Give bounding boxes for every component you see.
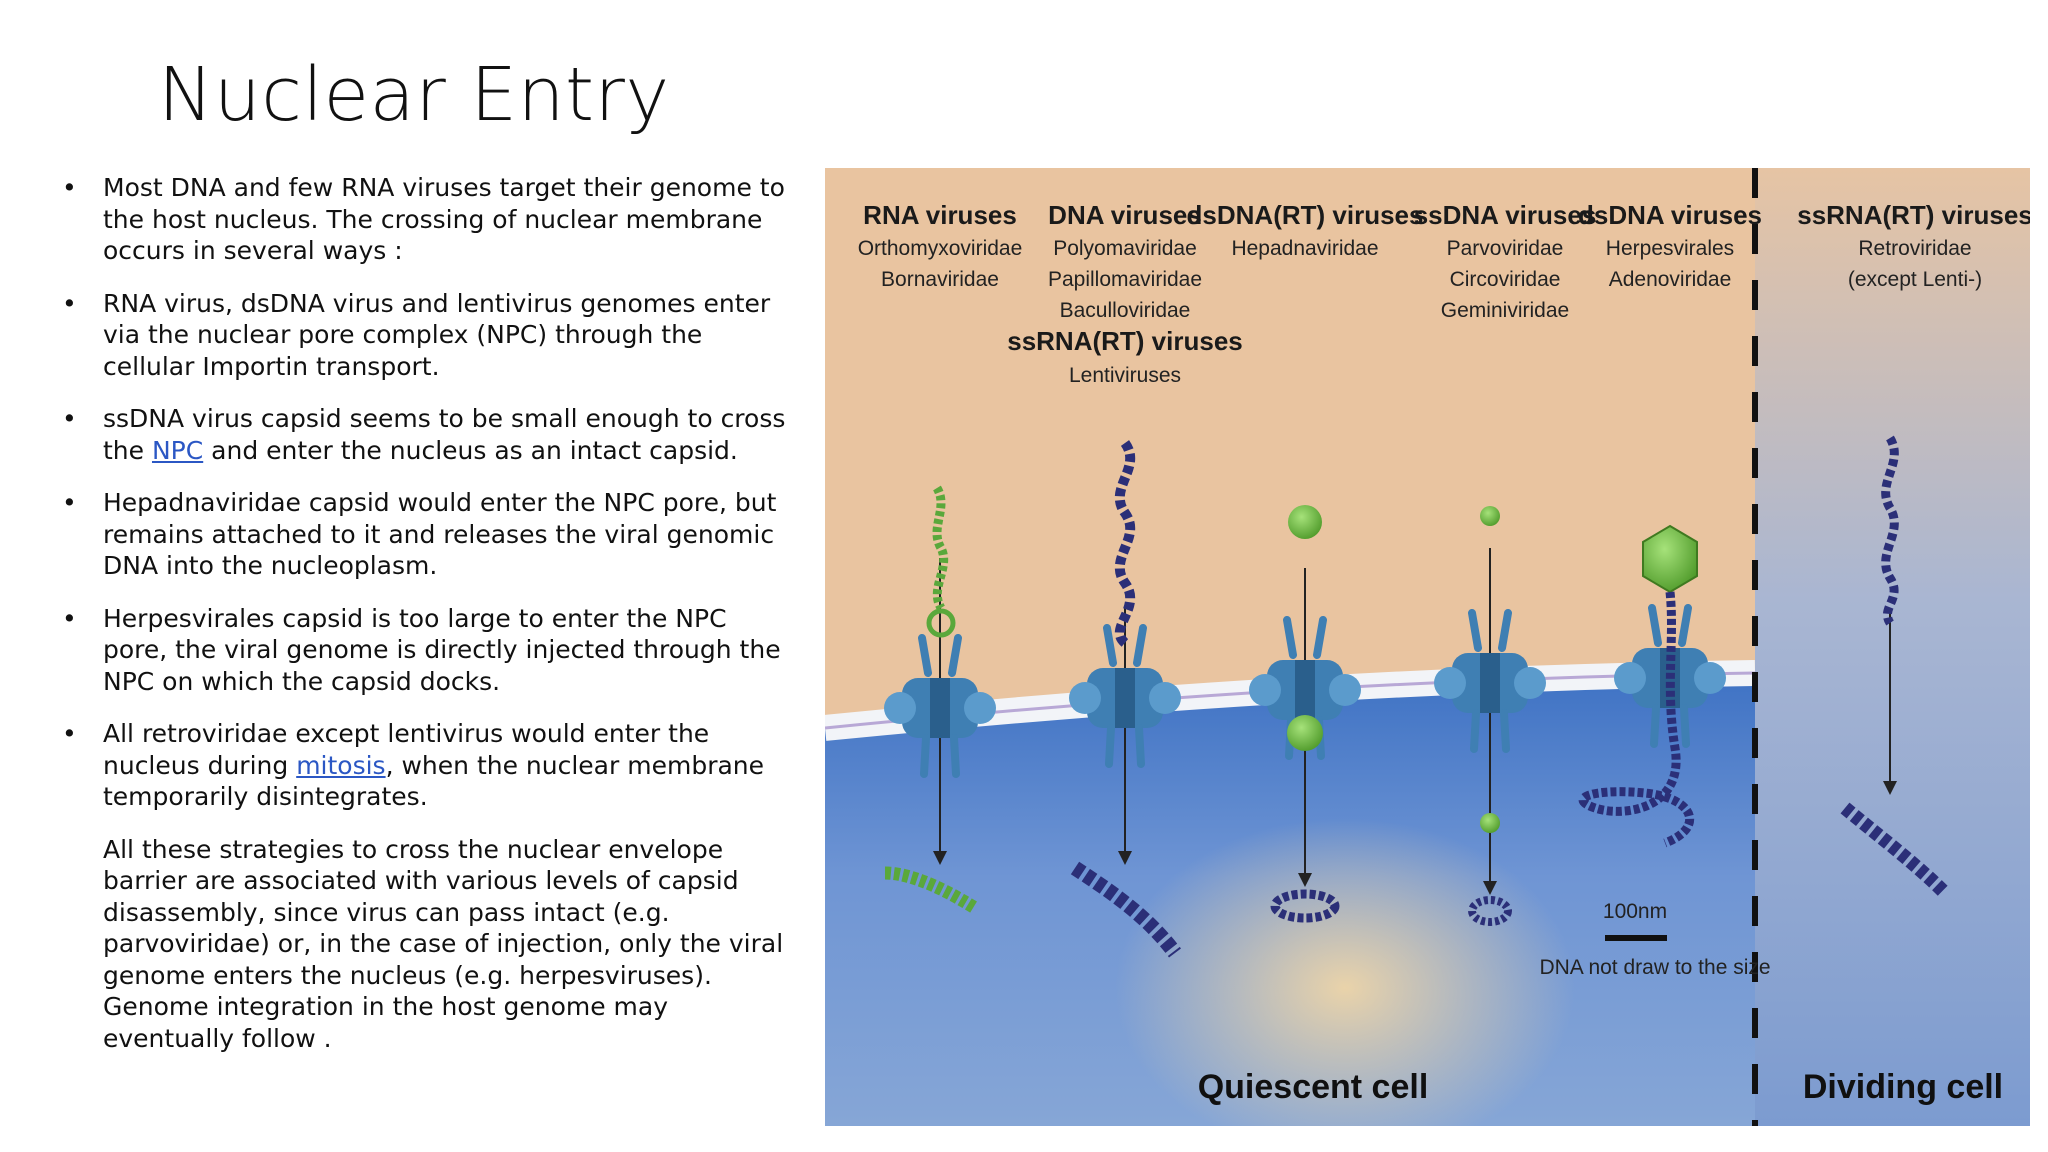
size-note: DNA not draw to the size	[1539, 956, 1770, 979]
dna-virus-genome	[1070, 440, 1181, 958]
summary-paragraph: All these strategies to cross the nuclea…	[103, 834, 784, 1053]
family-polyomaviridae: Polyomaviridae	[1053, 237, 1197, 260]
bullet-marker: •	[62, 719, 77, 748]
group-title-ssdna: ssDNA viruses	[1414, 200, 1597, 230]
group-title-dsdna: dsDNA viruses	[1578, 200, 1762, 230]
bullet-text: Hepadnaviridae capsid would enter the NP…	[103, 488, 777, 580]
nuclear-pore-complex-2	[1069, 624, 1181, 768]
bullet-marker: •	[62, 173, 77, 202]
bullet-text-start: ssDNA virus capsid seems to be small eno…	[103, 404, 786, 465]
nuclear-pore-complex-3	[1249, 616, 1361, 760]
dividing-cell-label: Dividing cell	[1803, 1068, 2003, 1106]
bullet-list: • Most DNA and few RNA viruses target th…	[58, 172, 788, 1054]
family-bornaviridae: Bornaviridae	[881, 268, 999, 291]
group-title-dsdna-rt: dsDNA(RT) viruses	[1187, 200, 1424, 230]
bullet-text-end: , when the nuclear membrane temporarily …	[103, 750, 765, 812]
herpesvirus-capsid	[1578, 524, 1698, 848]
mitosis-link[interactable]: mitosis	[296, 750, 386, 780]
family-lentiviruses: Lentiviruses	[1069, 364, 1181, 387]
family-orthomyxoviridae: Orthomyxoviridae	[858, 237, 1023, 260]
npc-link[interactable]: NPC	[151, 435, 204, 465]
retrovirus-genome	[1840, 435, 1950, 898]
nuclear-pore-complex-1	[884, 634, 996, 778]
scale-bar	[1605, 935, 1667, 941]
family-hepadnaviridae: Hepadnaviridae	[1231, 237, 1378, 260]
bullet-text-start: All retroviridae except lentivirus would…	[103, 719, 710, 780]
bullet-item: • All retroviridae except lentivirus wou…	[58, 718, 788, 813]
group-title-ssrna-rt: ssRNA(RT) viruses	[1797, 200, 2030, 230]
family-retroviridae: Retroviridae	[1858, 237, 1971, 260]
bullet-item: • Hepadnaviridae capsid would enter the …	[58, 487, 788, 582]
hepadnavirus-capsid	[1270, 505, 1340, 923]
bullet-text: Herpesvirales capsid is too large to ent…	[103, 603, 781, 696]
family-papillomaviridae: Papillomaviridae	[1048, 268, 1202, 291]
diagram-svg: RNA viruses Orthomyxoviridae Bornavirida…	[825, 168, 2030, 1126]
nuclear-pore-complex-4	[1434, 609, 1546, 753]
family-parvoviridae: Parvoviridae	[1447, 237, 1564, 260]
bullet-item: • RNA virus, dsDNA virus and lentivirus …	[58, 288, 788, 383]
bullet-marker: •	[62, 603, 77, 633]
quiescent-cell-label: Quiescent cell	[1198, 1068, 1429, 1106]
ssdna-virus-capsid	[1468, 506, 1512, 926]
bullet-item: • Most DNA and few RNA viruses target th…	[58, 172, 788, 267]
group-title-dna: DNA viruses	[1048, 200, 1202, 230]
family-except-lenti: (except Lenti-)	[1848, 268, 1982, 291]
bullet-text: RNA virus, dsDNA virus and lentivirus ge…	[103, 288, 771, 381]
family-baculloviridae: Baculloviridae	[1060, 299, 1191, 322]
family-circoviridae: Circoviridae	[1450, 268, 1561, 291]
group-title-ssrna-rt-lenti: ssRNA(RT) viruses	[1007, 326, 1243, 356]
family-adenoviridae: Adenoviridae	[1609, 268, 1732, 291]
nuclear-entry-figure: RNA viruses Orthomyxoviridae Bornavirida…	[825, 168, 2030, 1126]
bullet-marker: •	[62, 404, 77, 433]
bullet-marker: •	[62, 488, 77, 517]
nucleus-glow	[1115, 818, 1575, 1126]
scale-bar-label: 100nm	[1603, 900, 1667, 923]
bullet-item: • ssDNA virus capsid seems to be small e…	[58, 403, 788, 466]
group-title-rna: RNA viruses	[863, 200, 1017, 230]
rna-virus-rnp	[884, 485, 979, 914]
family-herpesvirales: Herpesvirales	[1606, 237, 1734, 260]
dividing-cell-area	[1755, 168, 2030, 1126]
family-geminiviridae: Geminiviridae	[1441, 299, 1569, 322]
bullet-item: • Herpesvirales capsid is too large to e…	[58, 603, 788, 698]
bullet-marker: •	[62, 288, 77, 318]
slide-title: Nuclear Entry	[158, 52, 670, 138]
bullet-text-end: and enter the nucleus as an intact capsi…	[203, 435, 738, 465]
bullet-text: Most DNA and few RNA viruses target thei…	[103, 173, 785, 265]
